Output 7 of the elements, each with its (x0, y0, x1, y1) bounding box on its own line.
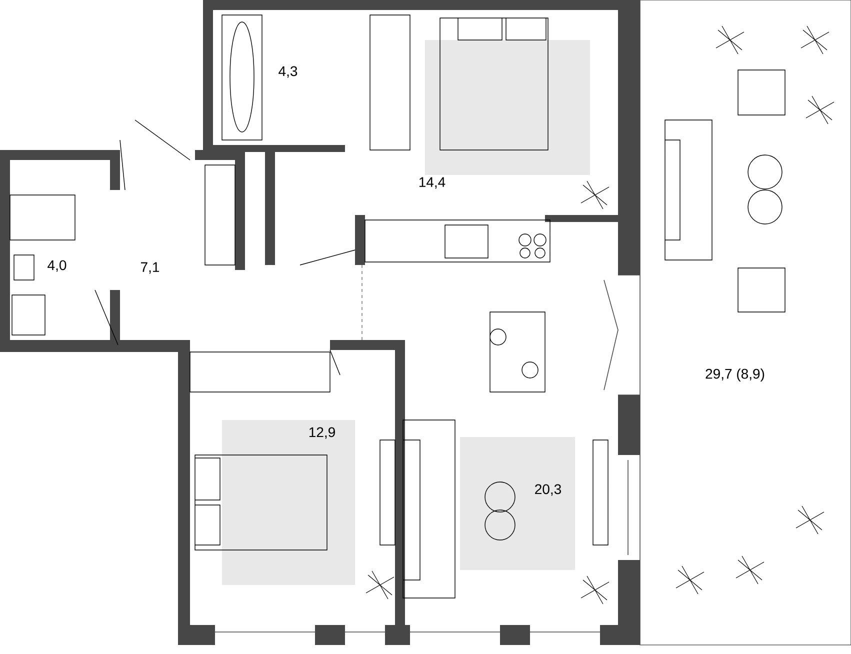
area-label: 12,9 (309, 427, 335, 439)
area-label: 4,3 (278, 66, 298, 78)
area-label: 7,1 (141, 262, 160, 274)
area-label: 14,4 (419, 177, 446, 189)
area-label: 29,7 (8,9) (706, 368, 764, 382)
area-label: 4,0 (48, 260, 66, 272)
area-label: 20,3 (535, 484, 561, 496)
